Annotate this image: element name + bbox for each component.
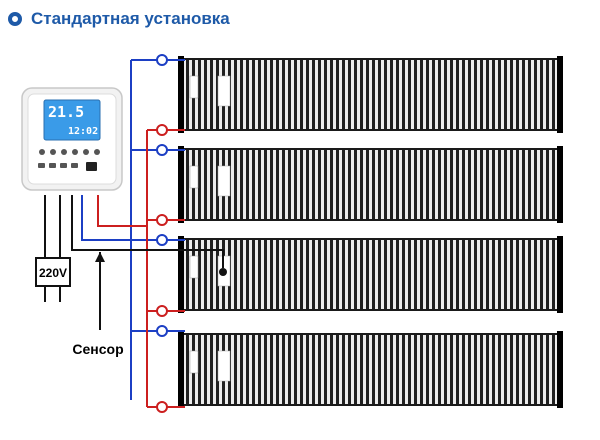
heating-film-1 <box>178 56 563 133</box>
power-wires <box>44 195 61 302</box>
thermostat-lcd <box>43 99 101 141</box>
thermostat-buttons <box>38 149 100 171</box>
bullet-ring-icon <box>8 12 22 26</box>
sensor-wire <box>71 195 224 330</box>
heating-film-4 <box>178 331 563 408</box>
lcd-temperature: 21.5 <box>48 103 84 121</box>
sensor-label: Сенсор <box>72 341 123 357</box>
page-title: Стандартная установка <box>31 9 230 28</box>
heating-film-2 <box>178 146 563 223</box>
live-wiring <box>97 129 185 408</box>
sensor-probe <box>219 268 227 276</box>
thermostat: 21.5 12:02 <box>21 87 123 191</box>
power-plug-box <box>35 257 71 287</box>
heating-film-3 <box>178 236 563 313</box>
power-label: 220V <box>39 266 67 280</box>
lcd-time: 12:02 <box>68 126 98 137</box>
terminals <box>156 54 168 413</box>
title-row: Стандартная установка <box>8 6 230 32</box>
neutral-wiring <box>81 59 185 400</box>
